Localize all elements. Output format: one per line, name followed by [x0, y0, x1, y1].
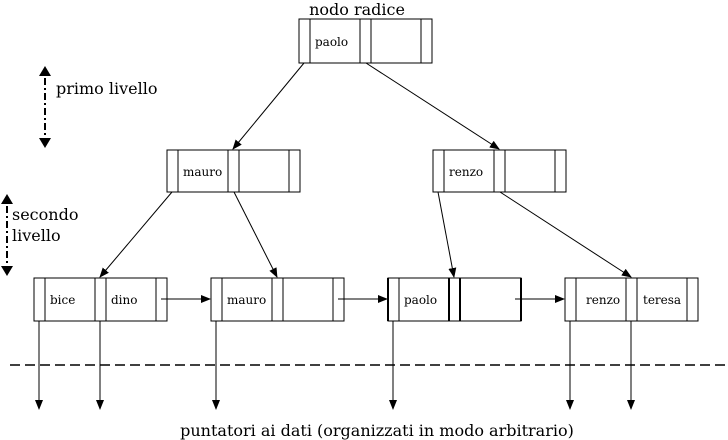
internal-node-left: mauro	[166, 149, 301, 193]
leaf-3-key-1: paolo	[404, 293, 437, 307]
level-one-indicator: primo livello	[39, 66, 158, 148]
root-title: nodo radice	[309, 0, 405, 19]
leaf-node-4: renzo teresa	[564, 277, 699, 322]
level-two-label-line2: livello	[12, 226, 61, 245]
leaf-2-key-1: mauro	[227, 293, 266, 307]
leaf-4-key-1: renzo	[586, 293, 620, 307]
leaf-1-key-1: bice	[50, 293, 75, 307]
level-one-arrow-up	[39, 66, 51, 76]
footer-caption: puntatori ai dati (organizzati in modo a…	[180, 421, 574, 440]
edge-root-to-left	[232, 62, 305, 150]
level-two-arrow-down	[1, 266, 13, 276]
edge-right-to-leaf3	[437, 191, 457, 278]
edge-left-to-leaf2	[233, 191, 278, 278]
level-one-label: primo livello	[56, 79, 158, 98]
leaf-node-1: bice dino	[33, 277, 168, 322]
leaf-4-key-2: teresa	[643, 293, 681, 307]
level-two-indicator: secondo livello	[1, 194, 78, 276]
root-node: paolo	[298, 18, 433, 64]
level-two-label-line1: secondo	[12, 205, 78, 224]
edge-root-to-right	[365, 62, 500, 150]
leaf-1-key-2: dino	[111, 293, 137, 307]
level-one-arrow-down	[39, 138, 51, 148]
internal-node-right: renzo	[432, 149, 567, 193]
leaf-node-2: mauro	[210, 277, 345, 322]
edge-right-to-leaf4	[499, 191, 632, 278]
level-two-arrow-up	[1, 194, 13, 204]
internal-right-key: renzo	[449, 165, 483, 179]
edge-left-to-leaf1	[99, 191, 173, 278]
internal-left-key: mauro	[183, 165, 222, 179]
leaf-node-3: paolo	[387, 277, 522, 322]
root-key: paolo	[315, 35, 348, 49]
